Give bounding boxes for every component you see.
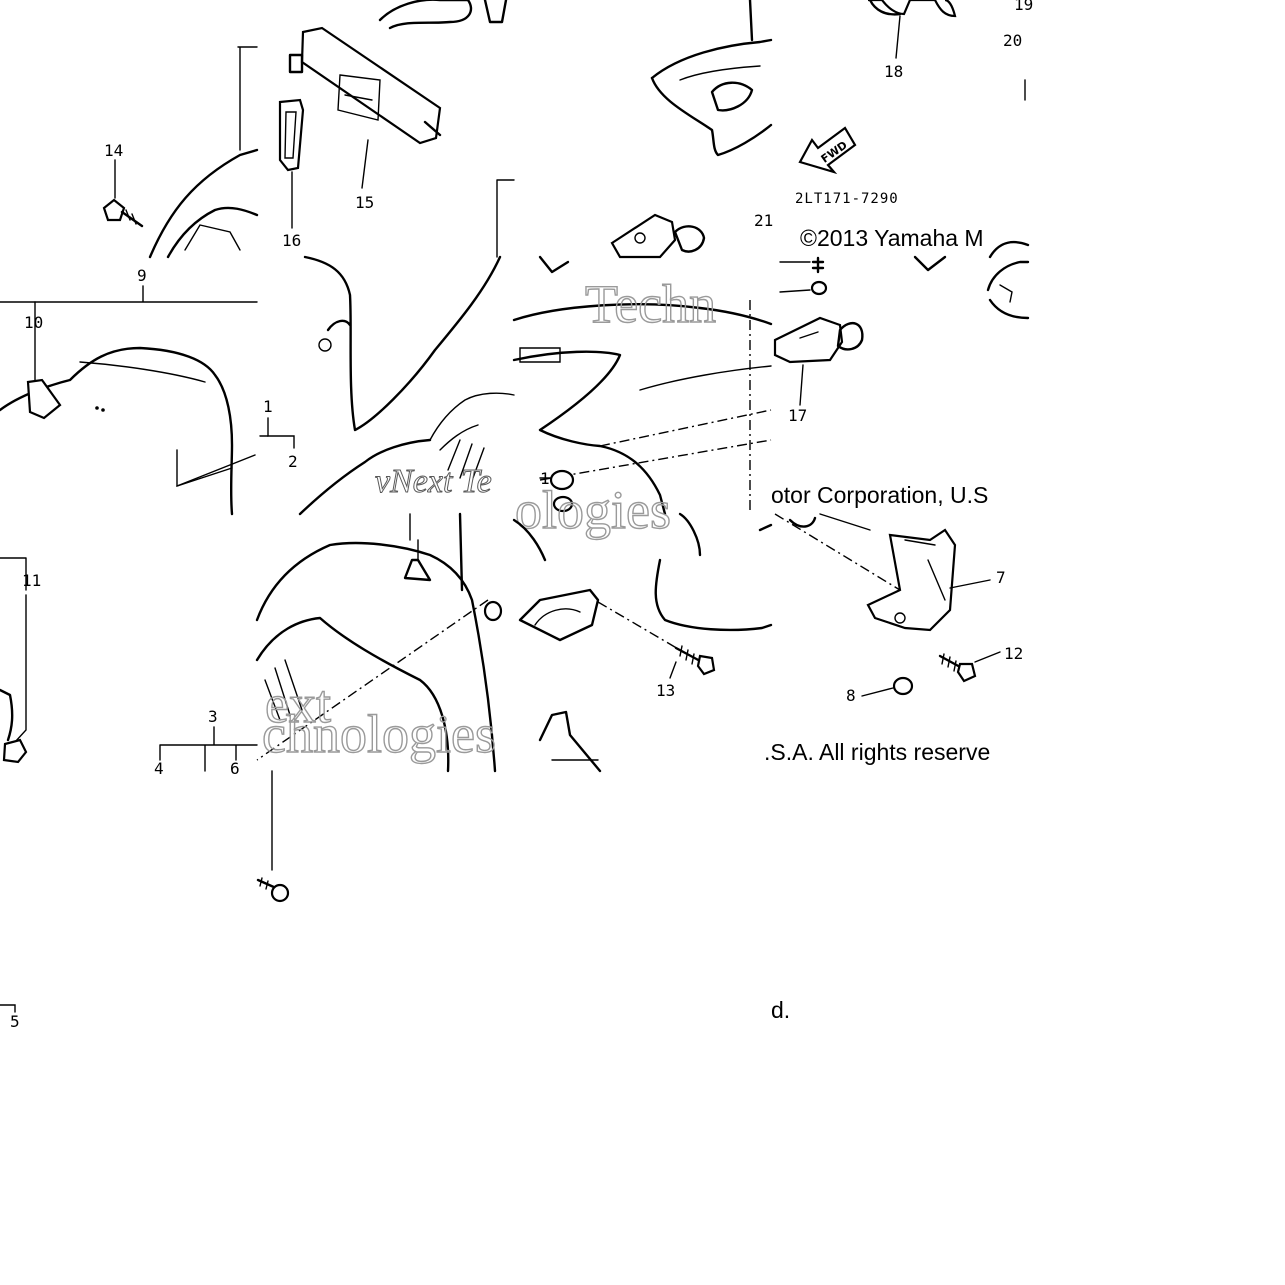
callout-12: 12: [1004, 644, 1023, 663]
part-15-cover-icon: [288, 26, 442, 145]
callout-20: 20: [1003, 31, 1022, 50]
grommet-icon: [483, 600, 503, 622]
callout-labels: 1 1 2 3 4 5 6 7 8 9 10 11 12 13 14 15 16…: [10, 0, 1033, 1031]
part-18-icon: [868, 0, 957, 18]
callout-6: 6: [230, 759, 240, 778]
callout-14: 14: [104, 141, 123, 160]
callout-11: 11: [22, 571, 41, 590]
copyright-line-1: ©2013 Yamaha M: [800, 225, 984, 251]
watermark-fragment-4: ext: [265, 674, 331, 734]
bolt-19-icon: [811, 256, 825, 274]
tile-top-col2: [278, 0, 515, 258]
bolt-14-icon: [102, 198, 144, 228]
fwd-arrow-icon: FWD: [798, 126, 857, 175]
tile-top-col3: [610, 0, 773, 259]
callout-1b: 1: [540, 469, 550, 488]
washer-20-icon: [810, 280, 828, 296]
callout-15: 15: [355, 193, 374, 212]
tile-row2-col2: vNext Te: [298, 255, 515, 516]
copyright-line-4: d.: [771, 997, 790, 1023]
callout-13: 13: [656, 681, 675, 700]
callout-4: 4: [154, 759, 164, 778]
callout-5: 5: [10, 1012, 20, 1031]
bracket-7-icon: [866, 528, 957, 632]
tile-row3-col3: [512, 512, 773, 773]
copyright-line-3: .S.A. All rights reserve: [764, 739, 990, 765]
bolt-12-icon: [938, 653, 977, 683]
tile-row3-col4: [774, 513, 1001, 697]
tile-row2-col3: Techn ologies: [512, 255, 773, 541]
tile-top-col4: FWD: [798, 0, 1030, 272]
tile-top-left: [102, 46, 259, 259]
rubber-cap-1-icon: [549, 469, 575, 491]
watermark-fragment-2: vNext Te: [375, 463, 492, 500]
callout-2: 2: [288, 452, 298, 471]
bolt-13-icon: [674, 645, 716, 676]
callout-19: 19: [1014, 0, 1033, 14]
part-code: 2LT171-7290: [795, 191, 899, 207]
tile-row3-col2: ext chnologies: [255, 512, 503, 773]
copyright-line-2: otor Corporation, U.S: [771, 482, 988, 508]
callout-17: 17: [788, 406, 807, 425]
tile-row4-col2: [256, 770, 290, 903]
watermark-fragment-1: Techn: [585, 274, 716, 334]
part-16-strap-icon: [278, 98, 305, 172]
callout-1: 1: [263, 397, 273, 416]
tile-row4-col1: [0, 1004, 16, 1013]
callout-10: 10: [24, 313, 43, 332]
callout-21: 21: [754, 211, 773, 230]
tile-row2-col1: [0, 285, 295, 516]
watermark-fragment-3: ologies: [515, 480, 671, 540]
grommet-8-icon: [892, 676, 914, 696]
callout-16: 16: [282, 231, 301, 250]
callout-9: 9: [137, 266, 147, 285]
callout-7: 7: [996, 568, 1006, 587]
tile-row2-col4: [749, 256, 1030, 514]
callout-3: 3: [208, 707, 218, 726]
bracket-21-icon: [610, 213, 706, 259]
watermark-fragment-5: chnologies: [262, 704, 496, 764]
callout-8: 8: [846, 686, 856, 705]
nut-11-icon: [2, 738, 28, 764]
bolt-5-icon: [256, 877, 290, 903]
callout-18: 18: [884, 62, 903, 81]
tile-row3-col1: [0, 557, 258, 772]
bracket-17-icon: [773, 316, 864, 364]
